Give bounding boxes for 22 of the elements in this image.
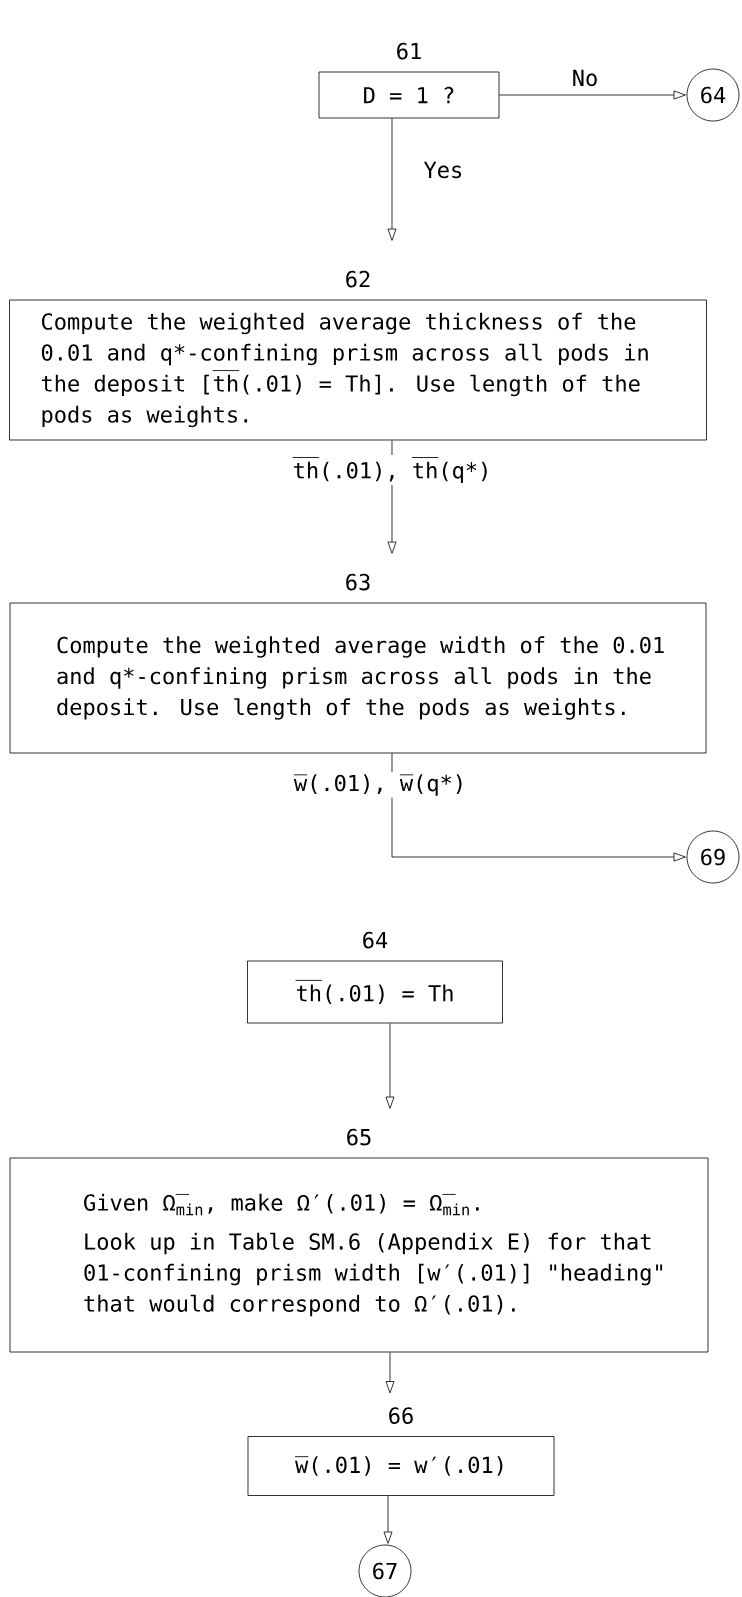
arrow [391,753,686,862]
arrow [385,1023,395,1109]
process-box: Given Ω̅$_{min}$, make Ω′(.01) = Ω̅$_{min}$. Look up in Table SM.6 (Appendix E) for that 01-confining prism width [w′(.01)] "heading" that would correspond to Ω′(.01). [9,1157,709,1353]
process-box: t̅h̅(.01) = Th [247,960,503,1024]
step-number: 62 [346,270,370,288]
step-number: 66 [389,1407,413,1424]
arrow [499,90,686,100]
edge-label: w̅(.01), w̅(q*) [291,772,469,798]
step-number: 61 [397,42,421,60]
process-box: D = 1 ? [318,71,500,119]
arrow [387,118,397,241]
process-box: w̅(.01) = w′(.01) [247,1436,555,1496]
process-box: Compute the weighted average width of the 0.01 and q*-confining prism across all pods in the deposit. Use length of the pods as weights. [9,602,707,754]
step-number: 64 [363,931,388,949]
arrow [385,1352,395,1394]
step-number: 63 [346,573,370,591]
edge-label: t̅h̅(.01), t̅h̅(q*) [290,455,494,485]
arrow [383,1495,393,1544]
edge-label: No [573,69,597,87]
step-number: 65 [347,1128,371,1146]
edge-label: Yes [423,161,462,179]
process-box: Compute the weighted average thickness of the 0.01 and q*-confining prism across all pods in the deposit [t̅h̅(.01) = Th]. Use length of the pods as weights. [9,299,707,441]
